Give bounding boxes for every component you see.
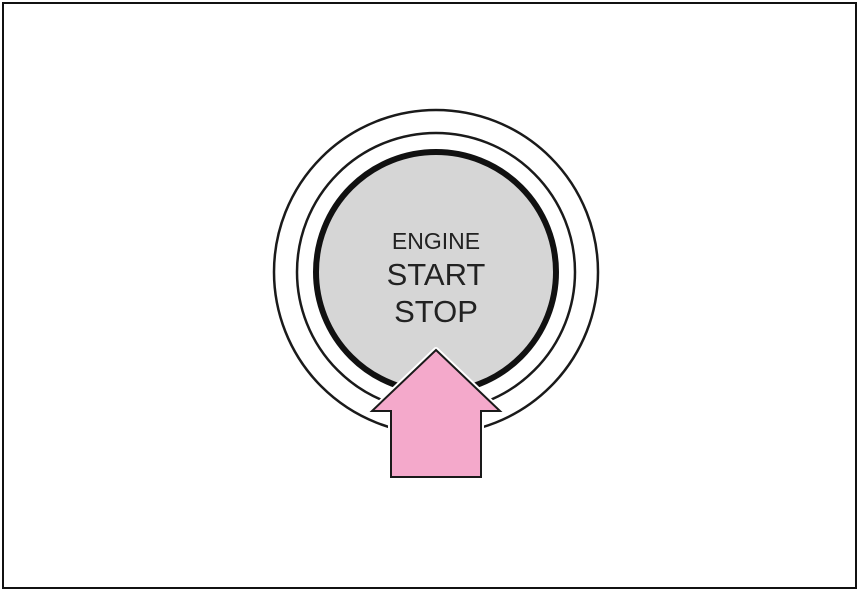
button-label-line2: START [387, 257, 486, 292]
button-label-line1: ENGINE [392, 228, 480, 254]
button-label-line3: STOP [394, 294, 478, 329]
